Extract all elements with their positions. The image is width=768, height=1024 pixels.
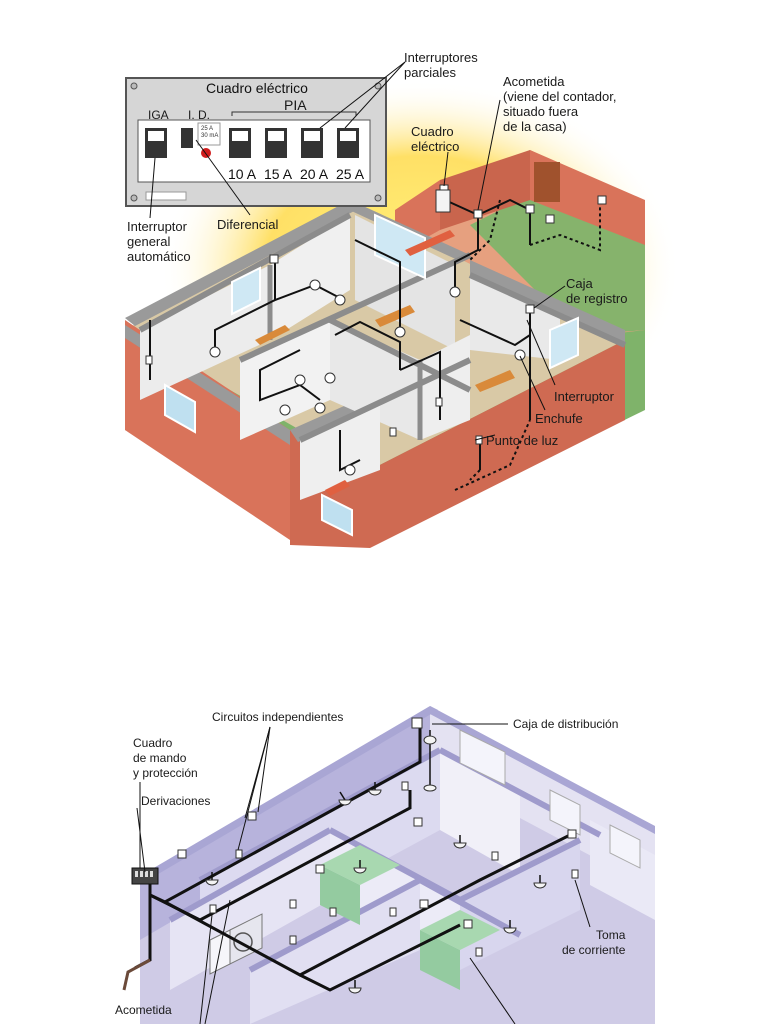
id-label: I. D. [188, 108, 211, 122]
label-cuadro-mando: Cuadro de mando y protección [133, 736, 198, 780]
label-acometida-2: Acometida [115, 1003, 172, 1017]
amp-label-10: 10 A [228, 166, 257, 182]
pia-label: PIA [284, 97, 307, 113]
iga-label: IGA [148, 108, 169, 122]
label-interruptores-parciales: Interruptores parciales [404, 50, 478, 80]
id-rating: 25 A 30 mA [201, 126, 219, 139]
label-diferencial: Diferencial [217, 217, 279, 232]
label-punto-luz: Punto de luz [486, 433, 559, 448]
house-illustration [125, 61, 680, 548]
label-enchufe: Enchufe [535, 411, 583, 426]
label-caja-distribucion: Caja de distribución [513, 717, 619, 731]
label-circuitos-independientes: Circuitos independientes [212, 710, 344, 724]
label-derivaciones: Derivaciones [141, 794, 211, 808]
amp-label-20: 20 A [300, 166, 329, 182]
label-caja-registro: Caja de registro [566, 276, 628, 306]
distribution-diagram: Circuitos independientes Caja de distrib… [0, 690, 768, 1024]
label-cuadro-electrico: Cuadro eléctrico [411, 124, 460, 154]
distribution-illustration [122, 706, 655, 1024]
label-interruptor: Interruptor [554, 389, 614, 404]
amp-label-25: 25 A [336, 166, 365, 182]
panel-title: Cuadro eléctrico [206, 80, 308, 96]
amp-label-15: 15 A [264, 166, 293, 182]
house-wiring-diagram: Cuadro eléctrico IGA I. D. PIA 25 A 30 m… [125, 50, 680, 548]
label-toma-corriente: Toma de corriente [562, 928, 626, 957]
label-acometida: Acometida (viene del contador, situado f… [503, 74, 617, 134]
label-interruptor-general: Interruptor general automático [127, 219, 191, 264]
